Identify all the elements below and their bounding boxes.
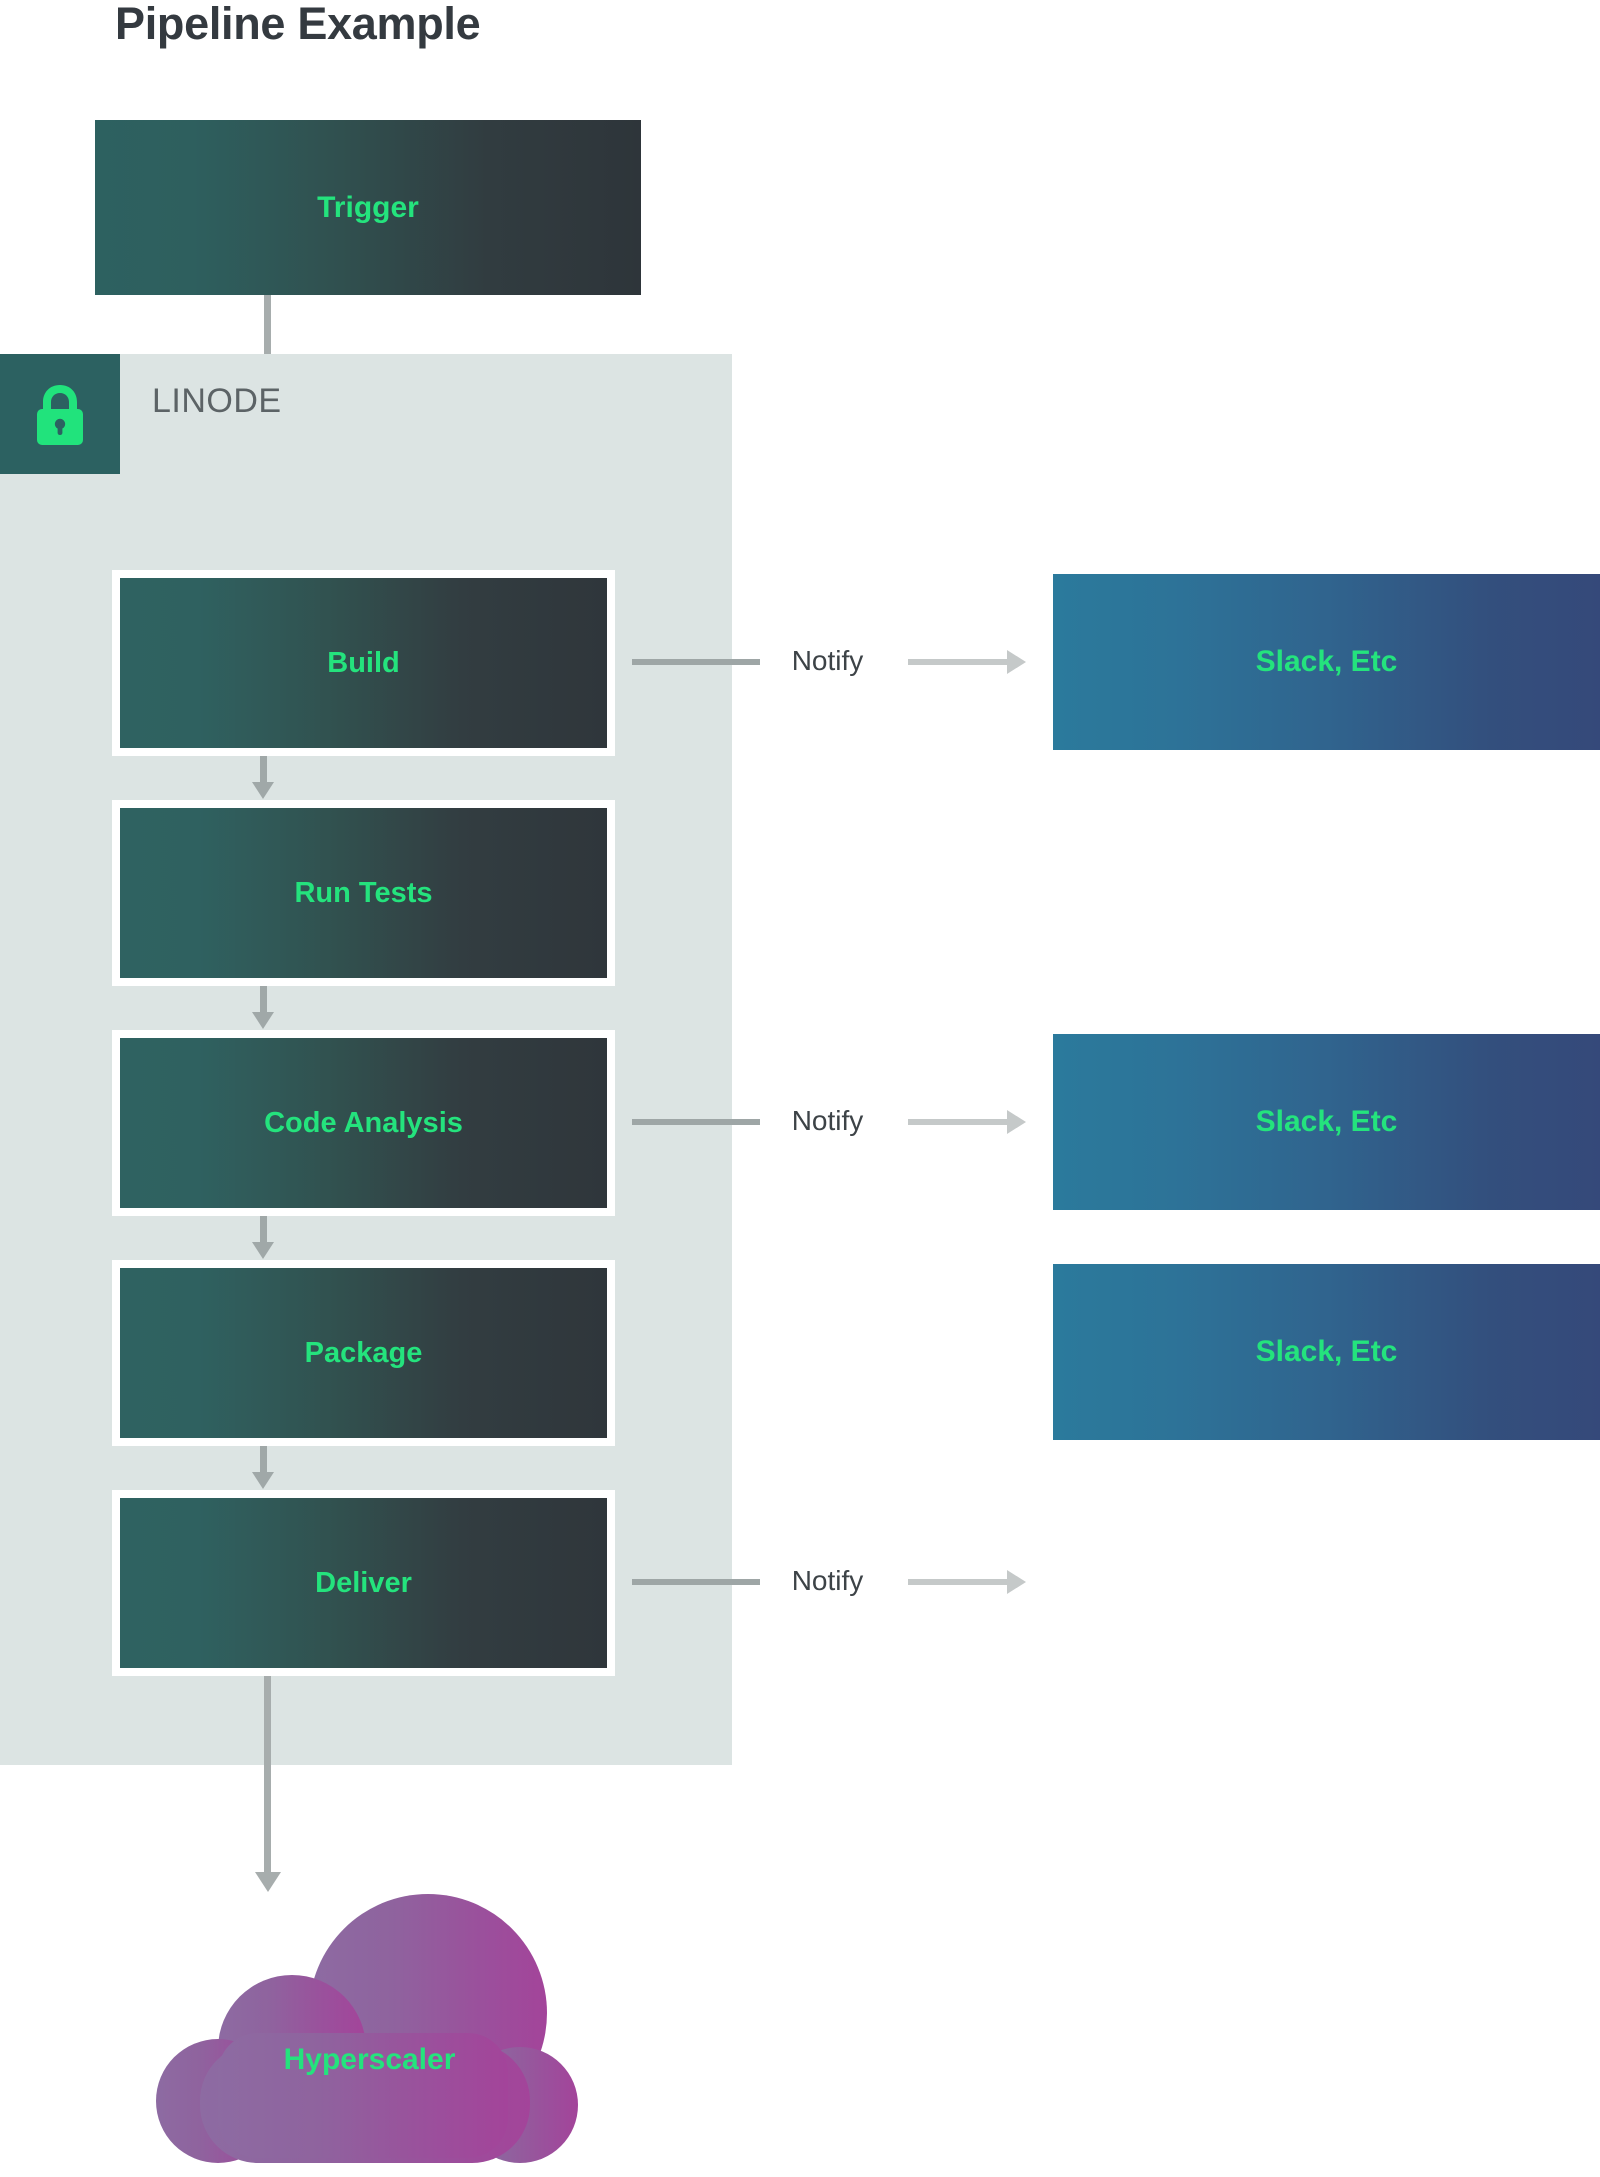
connector-deliver-to-hyperscaler [264, 1676, 271, 1876]
zone-linode-badge [0, 354, 120, 474]
notify-line-left-3 [632, 1579, 760, 1585]
connector-runtests-to-codeanalysis [260, 986, 267, 1014]
node-package-fill: Package [120, 1268, 607, 1438]
zone-linode-label: LINODE [152, 382, 282, 420]
connector-codeanalysis-to-package-arrowhead [252, 1242, 274, 1259]
lock-icon [31, 381, 89, 447]
notify-arrowhead-1 [1007, 650, 1026, 674]
connector-build-to-runtests [260, 756, 267, 784]
node-run-tests[interactable]: Run Tests [112, 800, 615, 986]
node-build-fill: Build [120, 578, 607, 748]
notify-label-2: Notify [791, 1105, 864, 1136]
connector-codeanalysis-to-package [260, 1216, 267, 1244]
node-build[interactable]: Build [112, 570, 615, 756]
node-slack-3-label: Slack, Etc [1255, 1335, 1398, 1368]
notify-label-3: Notify [791, 1565, 864, 1596]
connector-deliver-to-hyperscaler-arrowhead [255, 1872, 281, 1892]
notify-line-right-2 [908, 1119, 1008, 1125]
cloud-icon [140, 1893, 585, 2163]
connector-package-to-deliver-arrowhead [252, 1472, 274, 1489]
node-slack-1-label: Slack, Etc [1255, 645, 1398, 678]
node-package[interactable]: Package [112, 1260, 615, 1446]
node-package-label: Package [304, 1336, 423, 1369]
node-trigger[interactable]: Trigger [95, 120, 641, 295]
node-deliver-fill: Deliver [120, 1498, 607, 1668]
node-run-tests-fill: Run Tests [120, 808, 607, 978]
notify-arrowhead-2 [1007, 1110, 1026, 1134]
node-build-label: Build [327, 646, 400, 679]
node-deliver[interactable]: Deliver [112, 1490, 615, 1676]
node-code-analysis-fill: Code Analysis [120, 1038, 607, 1208]
notify-arrowhead-3 [1007, 1570, 1026, 1594]
notify-line-left-2 [632, 1119, 760, 1125]
connector-package-to-deliver [260, 1446, 267, 1474]
notify-line-right-3 [908, 1579, 1008, 1585]
node-slack-3[interactable]: Slack, Etc [1053, 1264, 1600, 1440]
node-run-tests-label: Run Tests [294, 876, 433, 909]
node-slack-1[interactable]: Slack, Etc [1053, 574, 1600, 750]
node-slack-2-label: Slack, Etc [1255, 1105, 1398, 1138]
notify-line-right-1 [908, 659, 1008, 665]
node-slack-2[interactable]: Slack, Etc [1053, 1034, 1600, 1210]
page-title: Pipeline Example [115, 0, 481, 49]
node-code-analysis-label: Code Analysis [264, 1106, 463, 1139]
connector-runtests-to-codeanalysis-arrowhead [252, 1012, 274, 1029]
node-trigger-label: Trigger [317, 190, 419, 224]
node-hyperscaler[interactable]: Hyperscaler [140, 1893, 585, 2163]
node-code-analysis[interactable]: Code Analysis [112, 1030, 615, 1216]
connector-build-to-runtests-arrowhead [252, 782, 274, 799]
notify-line-left-1 [632, 659, 760, 665]
node-deliver-label: Deliver [315, 1566, 412, 1599]
notify-label-1: Notify [791, 645, 864, 676]
